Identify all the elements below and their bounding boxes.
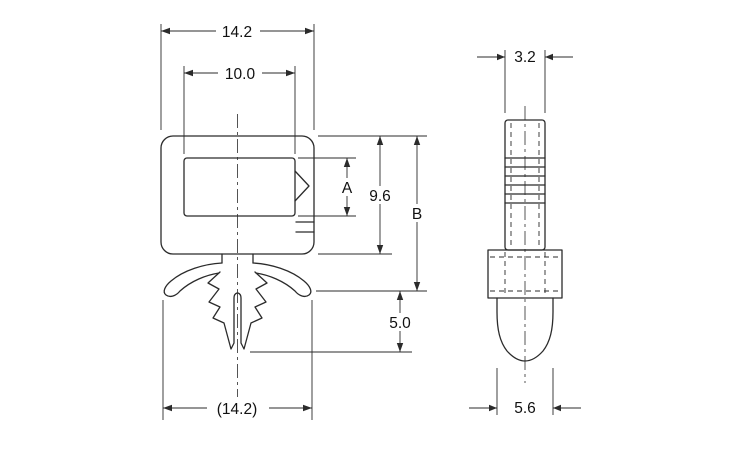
dimension-window-height: A	[337, 158, 357, 216]
dimension-strap-thickness: 3.2	[477, 49, 573, 66]
strap-window-outline	[183, 157, 296, 217]
arrowhead-right	[286, 69, 295, 77]
side-view: 3.2 5.6	[469, 49, 581, 417]
spring-wing-left	[163, 262, 223, 298]
dimension-wing-span: (14.2)	[163, 399, 312, 418]
arrowhead-down	[343, 207, 351, 216]
front-view-part-outline	[160, 135, 315, 350]
mount-body-outline	[160, 135, 315, 255]
arrowhead-down	[376, 245, 384, 254]
side-view-part-outline	[487, 119, 563, 362]
arrowhead-left	[184, 69, 193, 77]
arrowhead-left	[161, 27, 170, 35]
dimension-anchor-width: 5.6	[469, 400, 581, 417]
dimension-anchor-depth: 5.0	[384, 291, 417, 352]
arrowhead-up	[413, 136, 421, 145]
locking-pawl-notch	[294, 170, 310, 202]
dim-anchor-width-label: 5.6	[514, 400, 536, 417]
arrowhead-up	[396, 291, 404, 300]
dim-inner-width-label: 10.0	[225, 66, 256, 83]
dim-body-height-label: 9.6	[369, 188, 391, 205]
dim-anchor-depth-label: 5.0	[389, 315, 411, 332]
arrowhead-up	[343, 158, 351, 167]
dim-strap-thickness-label: 3.2	[514, 49, 536, 66]
dimension-overall-height: B	[408, 136, 427, 291]
arrowhead-left	[545, 53, 553, 61]
dim-window-height-label: A	[342, 180, 353, 197]
dim-outer-width-label: 14.2	[222, 24, 252, 41]
anchor-prong-right	[237, 271, 268, 350]
dim-overall-height-label: B	[412, 206, 422, 223]
arrowhead-left	[553, 404, 561, 412]
dimension-body-height: 9.6	[364, 136, 397, 254]
front-view: 14.2 10.0 A 9.6	[160, 22, 427, 420]
arrowhead-right	[489, 404, 497, 412]
dimension-inner-width: 10.0	[184, 64, 295, 83]
arrowhead-right	[305, 27, 314, 35]
arrowhead-up	[376, 136, 384, 145]
arrowhead-right	[497, 53, 505, 61]
dim-wing-span-label: (14.2)	[217, 401, 258, 418]
arrowhead-down	[396, 343, 404, 352]
arrowhead-right	[303, 404, 312, 412]
arrowhead-left	[163, 404, 172, 412]
side-view-extension-lines	[496, 50, 554, 415]
dimension-outer-width: 14.2	[161, 22, 314, 41]
spring-wing-right	[252, 262, 312, 298]
front-view-extension-lines	[160, 24, 427, 420]
anchor-prong-left	[207, 271, 238, 350]
arrowhead-down	[413, 282, 421, 291]
